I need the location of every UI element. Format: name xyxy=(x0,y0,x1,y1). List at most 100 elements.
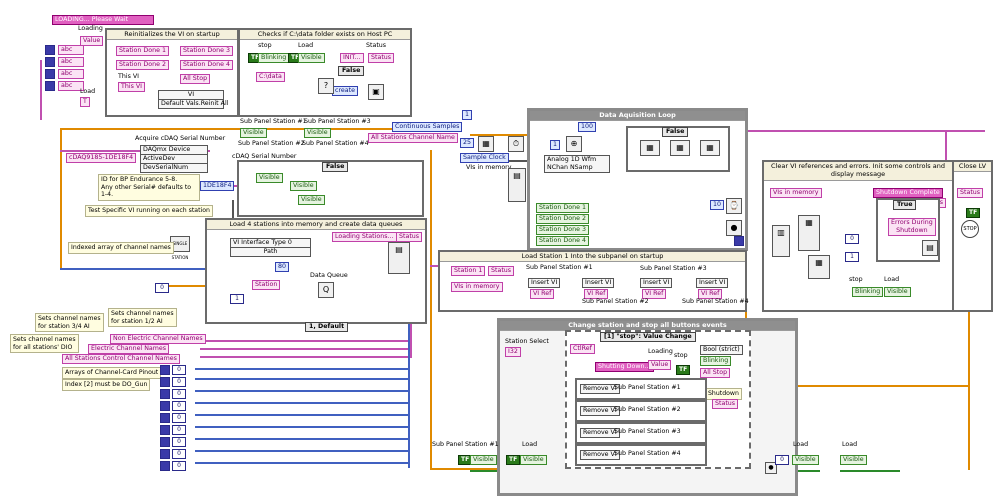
loading-indicator: LOADING... Please Wait xyxy=(52,15,154,25)
merge-errors-icon: ▦ xyxy=(808,255,830,279)
load-label: Load xyxy=(522,441,538,448)
true-case[interactable]: True xyxy=(893,200,917,210)
load-label: Load xyxy=(884,276,900,283)
vis-in-memory-label: VIs in memory xyxy=(466,164,512,171)
data-wire xyxy=(508,160,528,162)
visible-property: Visible xyxy=(884,287,911,297)
dialog-icon: ▤ xyxy=(922,240,938,256)
sps1-label: Sub Panel Station #1 xyxy=(614,384,681,391)
n10-const: 10 xyxy=(710,200,725,210)
remove-vi-node: Remove VI xyxy=(580,428,620,438)
visible-property: Visible xyxy=(792,455,819,465)
insert-vi-node: Insert VI xyxy=(696,278,729,288)
bool-strict-node: Bool (strict) xyxy=(700,345,743,355)
index2-note: Index [2] must be DO_Gun xyxy=(62,379,151,391)
status-indicator: Status xyxy=(488,266,515,276)
array-index-const: 0 xyxy=(172,449,186,459)
array-index-const: 0 xyxy=(172,365,186,375)
close-lv-header: Close LV xyxy=(954,162,991,172)
error-wire xyxy=(968,270,970,470)
queue-icon: Q xyxy=(318,282,334,298)
default-vals-node: Default Vals.Reinit All xyxy=(158,99,228,109)
load-station1-header: Load Station 1 Into the subpanel on star… xyxy=(440,252,745,262)
load-control[interactable]: T xyxy=(80,97,90,107)
vi-ref-node: VI Ref xyxy=(530,289,555,299)
visible-property: Visible xyxy=(298,195,325,205)
queue-enqueue-icon: ▦ xyxy=(700,140,720,156)
error-wire xyxy=(60,128,62,268)
value-node: Value xyxy=(80,36,104,46)
load-station1-frame: Load Station 1 Into the subpanel on star… xyxy=(438,250,747,312)
error-wire xyxy=(790,385,970,387)
remove-vi-node: Remove VI xyxy=(580,406,620,416)
visible-property: Visible xyxy=(290,181,317,191)
visible-property: Visible xyxy=(840,455,867,465)
load4-header: Load 4 stations into memory and create d… xyxy=(207,220,425,230)
build-array-icon: ▤ xyxy=(388,242,410,274)
false-case[interactable]: False xyxy=(338,66,365,76)
array-icon: ▤ xyxy=(508,168,526,202)
data-queue-label: Data Queue xyxy=(310,272,348,279)
reinit-header: Reinitializes the VI on startup xyxy=(107,30,237,40)
station-done-1-local: Station Done 1 xyxy=(536,203,589,213)
daq-loop-header: Data Aquisition Loop xyxy=(530,111,745,121)
shutting-down-const: Shutting Down... xyxy=(595,362,654,372)
ctlref-node: CtlRef xyxy=(570,344,595,354)
sample-clock-enum[interactable]: Sample Clock xyxy=(460,153,509,163)
status-indicator: Status xyxy=(368,53,395,63)
vi-ref-node: VI Ref xyxy=(698,289,723,299)
continuous-samples-enum[interactable]: Continuous Samples xyxy=(392,122,463,132)
sps1-label: Sub Panel Station #1 xyxy=(526,264,593,271)
sps4-label: Sub Panel Station #4 xyxy=(614,450,681,457)
array-index-const: 0 xyxy=(172,425,186,435)
visible-property: Visible xyxy=(520,455,547,465)
bool-wire xyxy=(840,470,900,472)
sps2-label: Sub Panel Station #2 xyxy=(582,298,649,305)
tf-const: TF xyxy=(676,365,691,375)
iteration-terminal xyxy=(734,236,744,246)
blinking-property: Blinking xyxy=(852,287,884,297)
station1-const: Station 1 xyxy=(451,266,486,276)
n1-const: 1 xyxy=(845,252,859,262)
default-case[interactable]: 1, Default xyxy=(305,322,349,332)
bool-const-icon xyxy=(45,57,55,67)
this-vi-ref: This VI xyxy=(118,82,146,92)
array-wire xyxy=(195,462,410,464)
status-indicator: Status xyxy=(396,232,423,242)
n0-const: 0 xyxy=(775,455,789,465)
station-select-label: Station Select xyxy=(505,338,549,345)
visible-property: Visible xyxy=(240,128,267,138)
shutdown-label: Shutdown xyxy=(705,388,742,400)
sps2-label: Sub Panel Station #2 xyxy=(238,140,305,147)
array-wire xyxy=(195,414,410,416)
vi-ref-node: VI Ref xyxy=(584,289,609,299)
create-enum[interactable]: create xyxy=(332,86,358,96)
close-ref-icon: ▦ xyxy=(798,215,820,251)
data-wire xyxy=(232,200,234,220)
n1-const: 1 xyxy=(230,294,244,304)
false-case[interactable]: False xyxy=(322,162,349,172)
folder-icon: ▣ xyxy=(368,84,384,100)
daqmx-create-icon: ▦ xyxy=(478,136,494,152)
array-wire xyxy=(60,268,210,270)
analog-wfm-node: Analog 1D Wfm NChan NSamp xyxy=(544,155,610,173)
blinking-property: Blinking xyxy=(700,356,732,366)
daqmx-timing-icon: ⏱ xyxy=(508,136,524,152)
this-vi-label: This VI xyxy=(118,73,140,80)
station-done-1-ref: Station Done 1 xyxy=(116,46,169,56)
load-label: Load xyxy=(80,88,96,95)
station-done-3-local: Station Done 3 xyxy=(536,225,589,235)
vis-in-memory-node: VIs in memory xyxy=(451,282,503,292)
acquire-label: Acquire cDAQ Serial Number xyxy=(135,135,226,142)
station-node: Station xyxy=(252,280,281,290)
stop-label: stop xyxy=(674,352,688,359)
event-case-selector[interactable]: [1] "stop": Value Change xyxy=(600,332,696,342)
false-case[interactable]: False xyxy=(662,127,689,137)
station-select-control[interactable]: I32 xyxy=(505,347,521,357)
function-icon: ? xyxy=(318,78,334,94)
errors-during-const: Errors During Shutdown xyxy=(888,218,936,236)
stop-icon[interactable]: STOP xyxy=(961,220,979,238)
loop-stop-icon: ● xyxy=(765,462,777,474)
daqmx-read-icon: ⊕ xyxy=(566,136,582,152)
